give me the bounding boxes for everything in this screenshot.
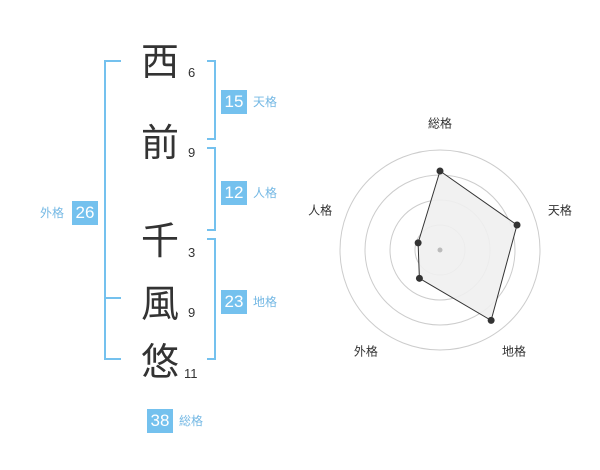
tenkaku-bracket	[207, 60, 216, 140]
radar-axis-label: 天格	[548, 203, 572, 218]
radar-point	[415, 274, 423, 282]
radar-area	[417, 170, 518, 322]
stroke-count-2: 9	[188, 145, 196, 160]
jinkaku-label: 人格	[253, 186, 278, 200]
radar-axis-label: 総格	[428, 116, 452, 131]
radar-point	[436, 167, 444, 175]
chikaku-bracket	[207, 238, 216, 360]
chikaku-label: 地格	[253, 295, 278, 309]
jinkaku-bracket	[207, 147, 216, 231]
gaikaku-label: 外格	[40, 206, 65, 220]
radar-center-dot	[437, 247, 443, 253]
tenkaku-value: 15	[221, 90, 247, 114]
jinkaku-value: 12	[221, 181, 247, 205]
stroke-count-3: 3	[188, 245, 196, 260]
radar-axis-label: 地格	[502, 343, 526, 358]
gaikaku-value: 26	[72, 201, 98, 225]
name-char-3: 千	[140, 219, 179, 263]
stroke-count-4: 9	[188, 305, 196, 320]
gaikaku-bracket	[104, 60, 121, 360]
tenkaku-label: 天格	[253, 95, 278, 109]
name-char-2: 前	[140, 121, 179, 165]
chikaku-value: 23	[221, 290, 247, 314]
name-char-4: 風	[140, 282, 179, 326]
stroke-count-5: 11	[184, 366, 198, 381]
radar-axis-label: 外格	[354, 343, 378, 358]
soukaku-value: 38	[147, 409, 173, 433]
name-char-5: 悠	[140, 340, 179, 384]
radar-ring	[339, 149, 541, 351]
radar-axis-label: 人格	[308, 203, 332, 218]
stroke-count-1: 6	[188, 65, 196, 80]
radar-point	[513, 221, 521, 229]
radar-point	[414, 239, 422, 247]
soukaku-label: 総格	[179, 414, 204, 428]
radar-point	[487, 316, 495, 324]
name-char-1: 西	[140, 40, 179, 84]
